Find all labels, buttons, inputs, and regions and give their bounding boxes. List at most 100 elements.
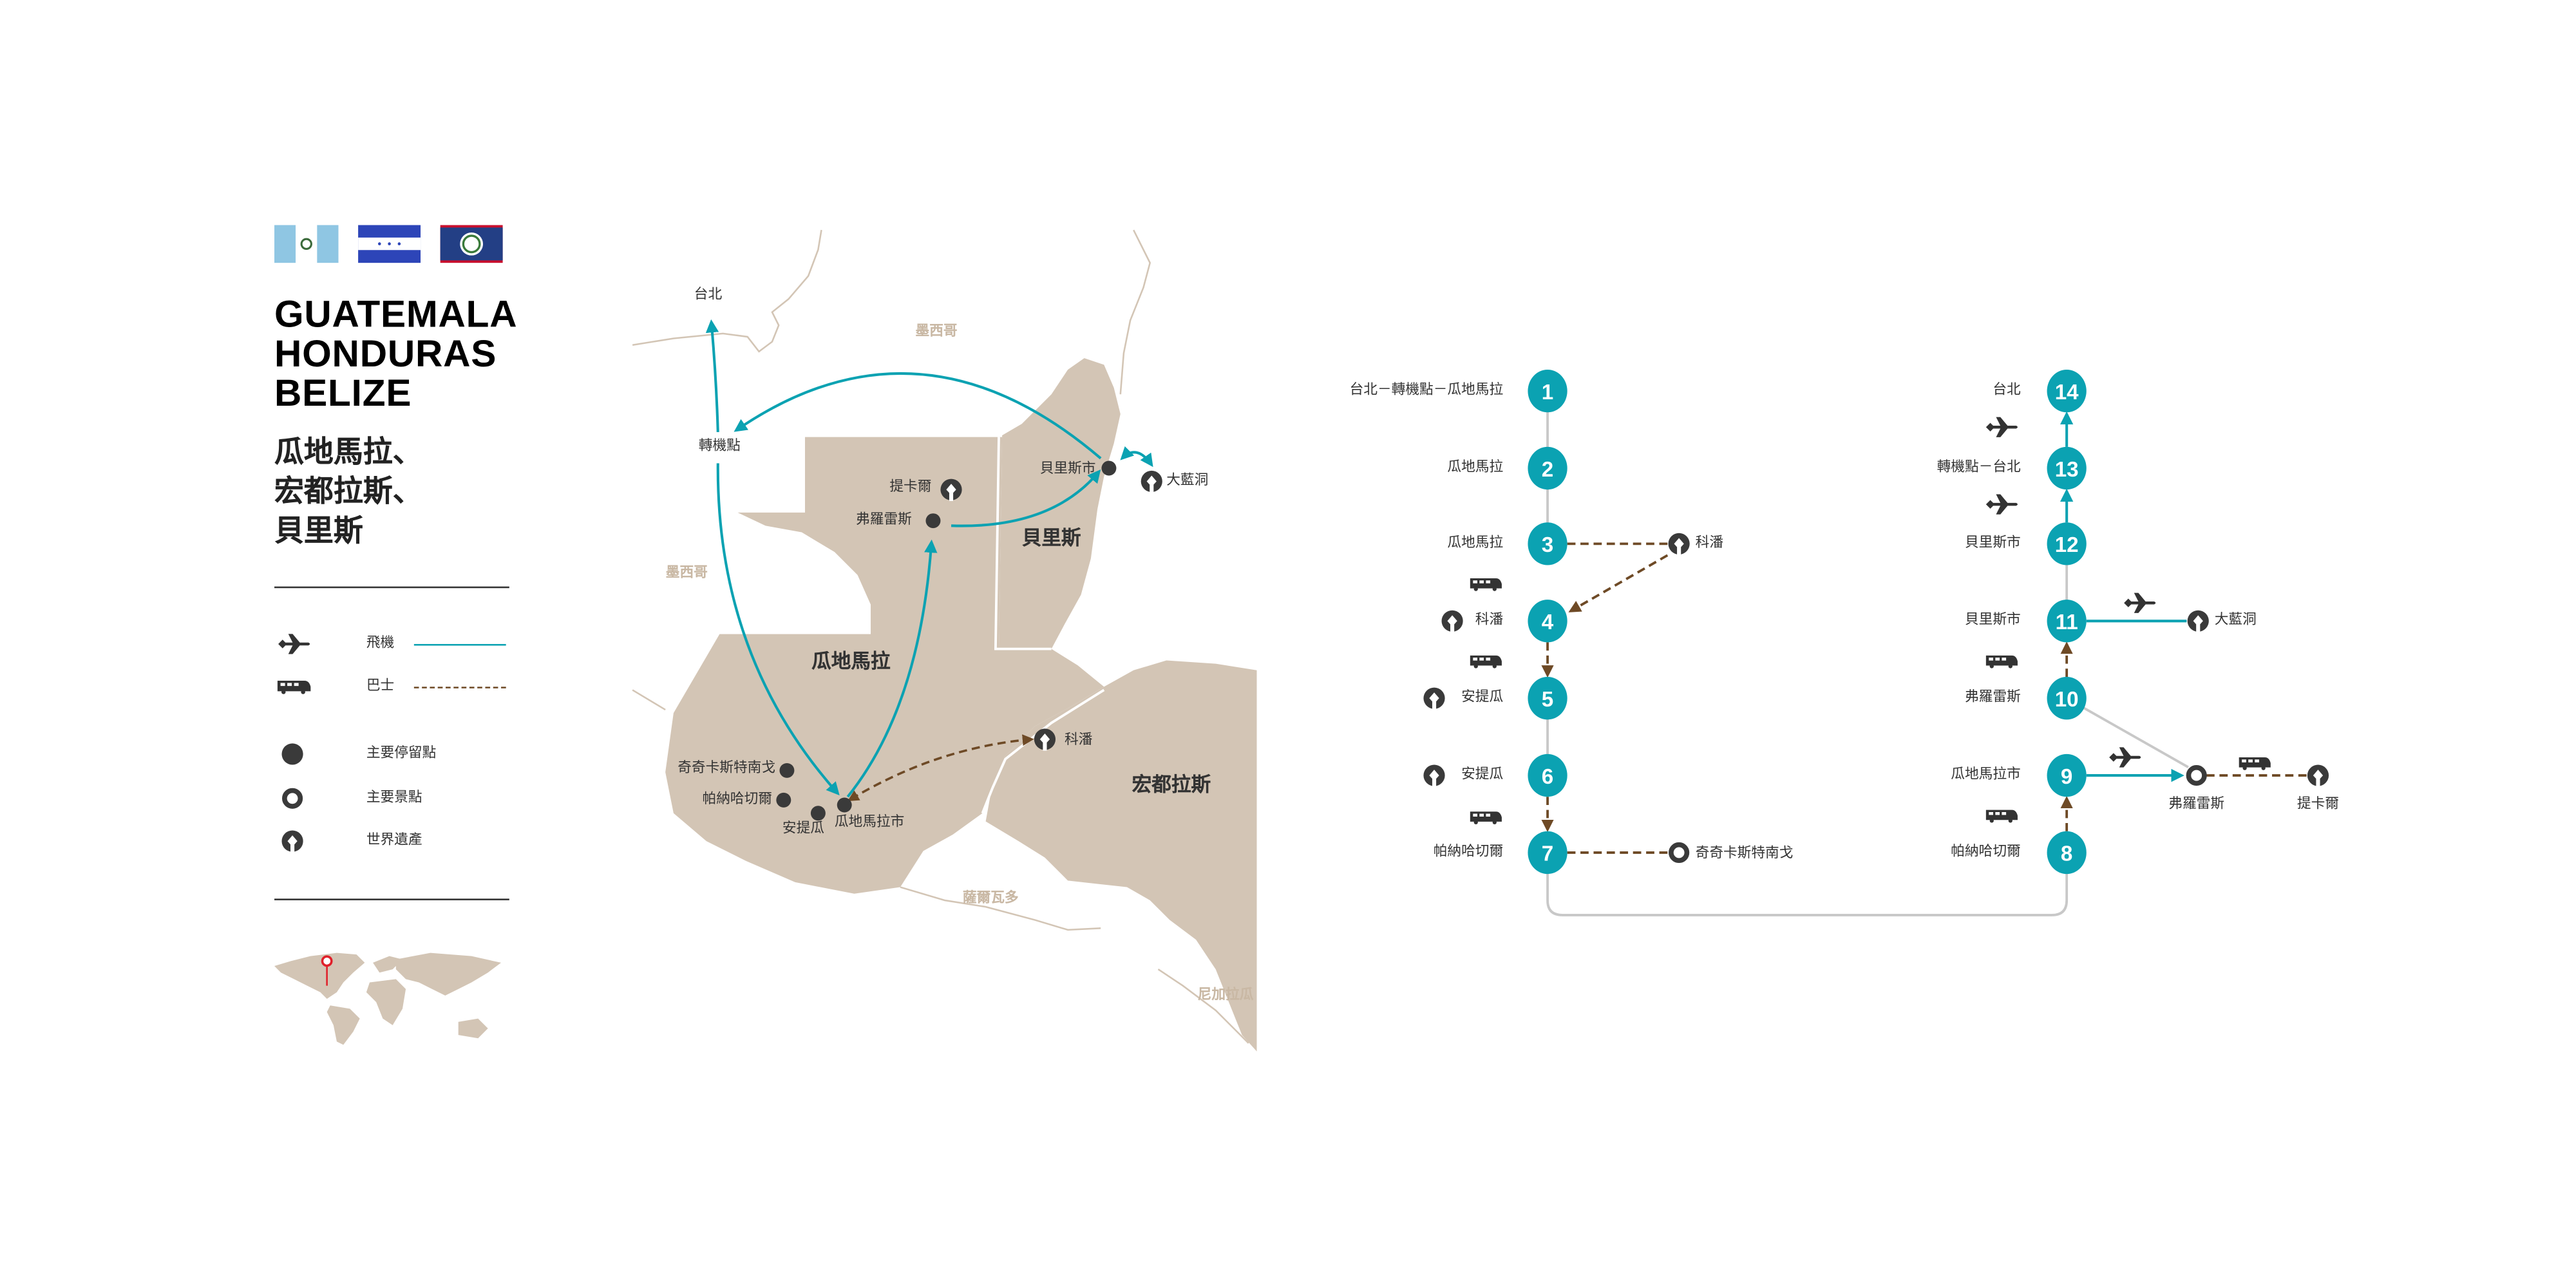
heritage-icon-tikal: [2307, 764, 2329, 787]
step-8: 8: [2047, 831, 2087, 875]
ring-icon-flores: [2188, 768, 2204, 783]
label-taipei: 台北: [694, 287, 723, 304]
heritage-icon-antigua: [1423, 687, 1445, 710]
bus-icon: [1470, 655, 1502, 668]
label-chichi: 奇奇卡斯特南戈: [677, 760, 776, 777]
world-map-locator: [274, 952, 502, 1045]
step-3: 3: [1528, 522, 1567, 565]
flight-transfer-guatemalacity: [716, 463, 840, 796]
step-13: 13: [2047, 446, 2087, 490]
label-transfer: 轉機點: [698, 438, 741, 455]
step-12: 12: [2047, 522, 2087, 565]
title-english: GUATEMALA HONDURAS BELIZE: [274, 294, 517, 413]
step-label: 科潘: [1475, 612, 1504, 629]
plane-icon: [1985, 494, 2018, 515]
label-flores: 弗羅雷斯: [856, 512, 912, 529]
divider: [274, 898, 509, 900]
label-panajachel: 帕納哈切爾: [702, 791, 772, 808]
stop-dot-icon: [281, 743, 303, 765]
side-label-chichi: 奇奇卡斯特南戈: [1695, 846, 1794, 862]
label-belize-city: 貝里斯市: [1039, 461, 1096, 478]
label-antigua: 安提瓜: [782, 820, 824, 838]
step-5: 5: [1528, 677, 1567, 720]
title-belize: BELIZE: [274, 371, 412, 414]
bus-line-sample: [413, 687, 506, 688]
step-10: 10: [2047, 677, 2087, 720]
title-guatemala: GUATEMALA: [274, 292, 518, 336]
flags: [274, 225, 503, 263]
label-blue-hole: 大藍洞: [1166, 473, 1209, 489]
divider: [274, 586, 509, 589]
stop-dots: [776, 460, 1117, 821]
heritage-icon-antigua: [1423, 764, 1445, 787]
step-2: 2: [1528, 446, 1567, 490]
side-label-tikal: 提卡爾: [2297, 796, 2340, 813]
heritage-icon-blue-hole: [2187, 610, 2209, 633]
step-label: 瓜地馬拉: [1447, 459, 1504, 477]
step-7: 7: [1528, 831, 1567, 875]
step-label: 安提瓜: [1461, 766, 1504, 784]
step-label: 瓜地馬拉市: [1951, 766, 2021, 784]
step-label: 弗羅雷斯: [1964, 689, 2021, 706]
flight-flores-belizecity: [951, 469, 1101, 527]
location-pin-icon: [321, 955, 333, 967]
legend-plane-label: 飛機: [366, 635, 395, 652]
plane-line-sample: [413, 643, 506, 646]
step-label: 貝里斯市: [1964, 612, 2021, 629]
connector-10-flores: [2066, 697, 2189, 768]
title-honduras: HONDURAS: [274, 332, 497, 375]
legend-bus-label: 巴士: [366, 677, 395, 695]
step-11: 11: [2047, 600, 2087, 643]
bus-icon: [1985, 810, 2018, 823]
side-label-blue-hole: 大藍洞: [2214, 612, 2257, 629]
flight-transfer-taipei: [705, 319, 719, 432]
step-4: 4: [1528, 600, 1567, 643]
step-14: 14: [2047, 369, 2087, 413]
legend-spot-label: 主要景點: [366, 790, 422, 806]
title-zh-line: 貝里斯: [274, 514, 363, 549]
side-label-copan: 科潘: [1695, 535, 1724, 552]
step-label: 轉機點－台北: [1937, 459, 2021, 477]
stop-dot-guatemala-city: [837, 797, 852, 813]
legend-heritage-label: 世界遺產: [366, 832, 422, 849]
stop-dot-antigua: [810, 806, 826, 821]
legend-stop-label: 主要停留點: [366, 745, 437, 762]
plane-icon: [1985, 417, 2018, 437]
step-label: 台北: [1993, 382, 2021, 399]
flight-belizecity-transfer: [734, 372, 1102, 460]
label-guatemala: 瓜地馬拉: [811, 649, 891, 673]
step-label: 台北－轉機點－瓜地馬拉: [1349, 382, 1504, 399]
guatemala-flag: [274, 225, 339, 263]
label-guatemala-city: 瓜地馬拉市: [834, 814, 905, 831]
label-copan: 科潘: [1065, 732, 1093, 749]
label-belize: 貝里斯: [1021, 526, 1081, 550]
step-1: 1: [1528, 369, 1567, 413]
title-zh-line: 瓜地馬拉、: [274, 435, 422, 470]
step-label: 瓜地馬拉: [1447, 535, 1504, 552]
title-zh-line: 宏都拉斯、: [274, 475, 422, 509]
bus-copan-guatemalacity: [847, 734, 1034, 802]
step-label: 帕納哈切爾: [1951, 844, 2021, 861]
honduras-flag: [358, 225, 421, 263]
label-tikal: 提卡爾: [889, 479, 932, 496]
plane-icon: [2109, 747, 2141, 768]
heritage-icon-copan: [1668, 533, 1690, 556]
step-label: 帕納哈切爾: [1433, 844, 1504, 861]
coastlines: [632, 229, 1249, 1044]
boat-belizecity-bluehole: [1120, 446, 1153, 468]
stop-dot-chichi: [779, 762, 795, 778]
bus-icon: [2239, 757, 2271, 770]
bus-copan-4: [1568, 554, 1669, 612]
side-label-flores: 弗羅雷斯: [2168, 796, 2225, 813]
label-mexico: 墨西哥: [915, 323, 958, 341]
title-chinese: 瓜地馬拉、 宏都拉斯、 貝里斯: [274, 433, 422, 552]
step-9: 9: [2047, 753, 2087, 797]
bus-icon: [1470, 578, 1502, 591]
ring-icon-chichi: [1671, 845, 1687, 860]
heritage-icon-copan: [1441, 610, 1463, 633]
step-label: 安提瓜: [1461, 689, 1504, 706]
label-honduras: 宏都拉斯: [1132, 773, 1211, 796]
stop-dot-belize-city: [1101, 460, 1117, 476]
belize-flag: [440, 225, 503, 263]
